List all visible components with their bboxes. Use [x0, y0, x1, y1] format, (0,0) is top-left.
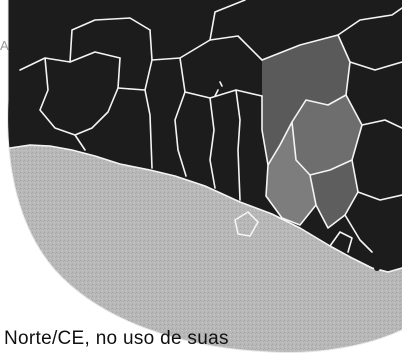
lens-edge	[7, 0, 402, 353]
edge-letter: A	[0, 38, 9, 53]
caption-text: Norte/CE, no uso de suas	[4, 328, 229, 349]
region-highlight-4	[310, 160, 358, 228]
country-borders	[7, 0, 402, 273]
region-highlight-2	[292, 95, 362, 175]
island-marks	[374, 260, 388, 271]
